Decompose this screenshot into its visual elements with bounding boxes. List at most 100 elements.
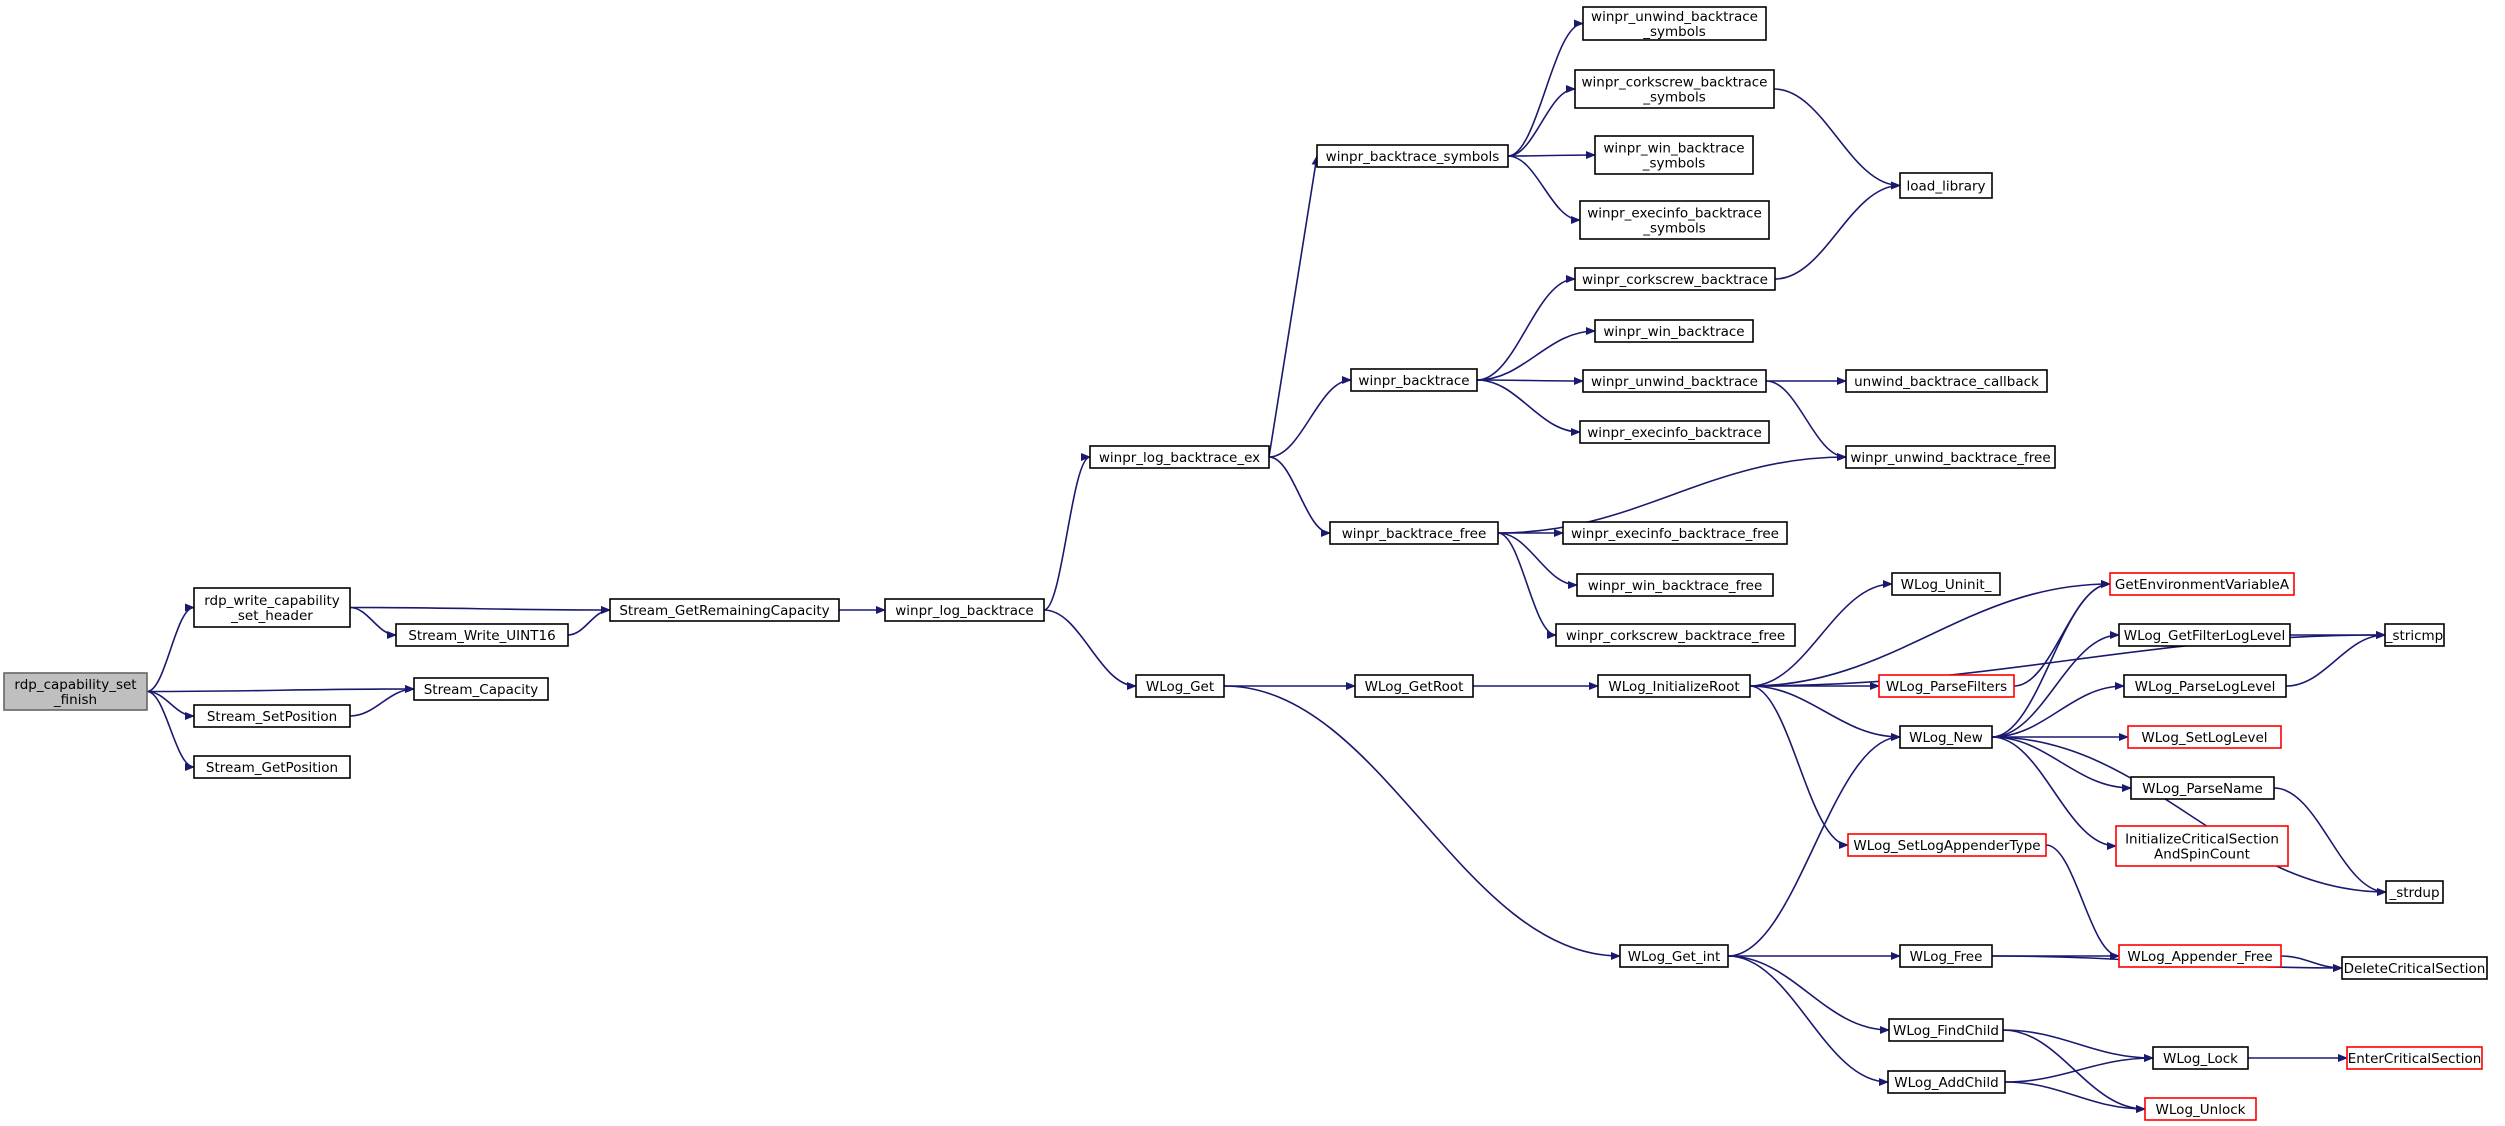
edge-rwcsh-to-sgrc [349, 605, 611, 614]
node-wlsetapptype[interactable]: WLog_SetLogAppenderType [1847, 833, 2047, 857]
node-wbs[interactable]: winpr_backtrace_symbols [1316, 144, 1509, 168]
node-wlb[interactable]: winpr_log_backtrace [884, 598, 1045, 622]
node-dcs[interactable]: DeleteCriticalSection [2341, 956, 2488, 980]
node-wluninit[interactable]: WLog_Uninit_ [1891, 572, 2001, 596]
node-wlgetint[interactable]: WLog_Get_int [1619, 944, 1729, 968]
edge-wlinitroot-to-wluninit [1749, 580, 1893, 687]
node-ssetpos[interactable]: Stream_SetPosition [193, 704, 351, 728]
node-label: WLog_New [1909, 730, 1983, 746]
node-sgrc[interactable]: Stream_GetRemainingCapacity [609, 598, 840, 622]
node-wb[interactable]: winpr_backtrace [1350, 368, 1478, 392]
node-scap[interactable]: Stream_Capacity [413, 677, 549, 701]
node-box [2123, 674, 2287, 698]
edge-wcbs-to-loadlib [1773, 88, 1901, 190]
edge-wlnew-to-wlparseloglevel [1991, 682, 2125, 738]
edge-wbs-to-wwbs [1507, 151, 1596, 160]
node-label: WLog_Unlock [2156, 1102, 2246, 1118]
node-wubs[interactable]: winpr_unwind_backtrace_symbols [1582, 6, 1767, 41]
node-label: WLog_Get_int [1628, 949, 1721, 965]
node-wwbs[interactable]: winpr_win_backtrace_symbols [1594, 135, 1754, 175]
node-label: winpr_execinfo_backtrace [1587, 206, 1762, 222]
node-label: winpr_backtrace_free [1342, 526, 1487, 542]
node-label: _symbols [1642, 24, 1706, 40]
node-ubc[interactable]: unwind_backtrace_callback [1845, 369, 2048, 393]
node-loadlib[interactable]: load_library [1899, 172, 1993, 199]
node-label: winpr_unwind_backtrace [1591, 374, 1758, 390]
node-box [1878, 674, 2015, 698]
node-wlnew[interactable]: WLog_New [1899, 725, 1993, 749]
node-wwbf[interactable]: winpr_win_backtrace_free [1576, 573, 1774, 597]
node-label: winpr_backtrace_symbols [1326, 149, 1500, 165]
node-label: WLog_Appender_Free [2127, 949, 2272, 965]
node-label: winpr_unwind_backtrace_free [1850, 450, 2050, 466]
node-wlgetfilter[interactable]: WLog_GetFilterLogLevel [2118, 623, 2291, 647]
node-box [2385, 880, 2444, 904]
node-label: WLog_GetRoot [1365, 679, 1464, 695]
node-wlunlock[interactable]: WLog_Unlock [2144, 1097, 2257, 1121]
node-wlfree[interactable]: WLog_Free [1899, 944, 1993, 968]
edge-wlget-to-wlgetint [1223, 685, 1621, 960]
node-wubf[interactable]: winpr_unwind_backtrace_free [1845, 445, 2056, 469]
edge-wlnew-to-strdup [1991, 736, 2387, 896]
node-box [1847, 833, 2047, 857]
node-webf[interactable]: winpr_execinfo_backtrace_free [1562, 521, 1788, 545]
node-label: winpr_unwind_backtrace [1591, 9, 1758, 25]
node-label: WLog_Uninit_ [1901, 577, 1992, 593]
node-label: WLog_ParseName [2142, 781, 2263, 797]
node-gev[interactable]: GetEnvironmentVariableA [2109, 572, 2295, 596]
node-webs[interactable]: winpr_execinfo_backtrace_symbols [1579, 200, 1770, 240]
node-sgetpos[interactable]: Stream_GetPosition [193, 755, 351, 779]
node-label: winpr_corkscrew_backtrace_free [1566, 628, 1785, 644]
node-label: WLog_SetLogLevel [2141, 730, 2267, 746]
node-wlget[interactable]: WLog_Get [1135, 674, 1225, 698]
node-wlinitroot[interactable]: WLog_InitializeRoot [1597, 674, 1751, 698]
node-wub[interactable]: winpr_unwind_backtrace [1582, 369, 1767, 393]
node-box [1845, 445, 2056, 469]
node-box [193, 704, 351, 728]
node-label: WLog_FindChild [1893, 1023, 1999, 1039]
node-box [1574, 267, 1776, 291]
graph-edges [146, 19, 2387, 1113]
node-wcb[interactable]: winpr_corkscrew_backtrace [1574, 267, 1776, 291]
edge-wcb-to-loadlib [1774, 181, 1901, 280]
node-swu16[interactable]: Stream_Write_UINT16 [395, 623, 569, 647]
node-wllock[interactable]: WLog_Lock [2152, 1046, 2249, 1070]
node-stricmp[interactable]: _stricmp [2384, 623, 2445, 647]
node-wladdchild[interactable]: WLog_AddChild [1887, 1070, 2006, 1094]
node-label: rdp_write_capability [204, 593, 340, 609]
node-strdup[interactable]: _strdup [2385, 880, 2444, 904]
node-wlappfree[interactable]: WLog_Appender_Free [2118, 944, 2282, 968]
node-wlgetroot[interactable]: WLog_GetRoot [1354, 674, 1474, 698]
node-label: Stream_Capacity [424, 682, 539, 698]
node-box [1594, 319, 1754, 343]
node-wlparsefilters[interactable]: WLog_ParseFilters [1878, 674, 2015, 698]
node-rwcsh[interactable]: rdp_write_capability_set_header [193, 587, 351, 628]
edge-wlbex-to-wb [1268, 376, 1352, 458]
node-wlparseloglevel[interactable]: WLog_ParseLogLevel [2123, 674, 2287, 698]
node-ecs[interactable]: EnterCriticalSection [2346, 1046, 2483, 1070]
node-wwb[interactable]: winpr_win_backtrace [1594, 319, 1754, 343]
node-box [1582, 6, 1767, 41]
node-root[interactable]: rdp_capability_set_finish [3, 672, 148, 711]
node-box [3, 672, 148, 711]
edge-wlsetapptype-to-wlappfree [2045, 844, 2120, 960]
node-box [2341, 956, 2488, 980]
node-wcbf[interactable]: winpr_corkscrew_backtrace_free [1555, 623, 1796, 647]
node-wlsetloglevel[interactable]: WLog_SetLogLevel [2127, 725, 2282, 749]
node-web[interactable]: winpr_execinfo_backtrace [1579, 420, 1770, 444]
node-wlparsename[interactable]: WLog_ParseName [2130, 776, 2275, 800]
edge-wlnew-to-gev [1991, 580, 2111, 738]
node-box [193, 587, 351, 628]
node-wcbs[interactable]: winpr_corkscrew_backtrace_symbols [1574, 69, 1775, 109]
node-label: GetEnvironmentVariableA [2115, 577, 2290, 593]
node-box [2127, 725, 2282, 749]
node-box [1316, 144, 1509, 168]
edge-wb-to-wub [1476, 376, 1584, 385]
edge-wlparsefilters-to-gev [2013, 580, 2111, 687]
node-box [1899, 944, 1993, 968]
node-wlfindchild[interactable]: WLog_FindChild [1888, 1018, 2004, 1042]
node-wbf[interactable]: winpr_backtrace_free [1329, 521, 1499, 545]
node-wlbex[interactable]: winpr_log_backtrace_ex [1089, 445, 1270, 469]
